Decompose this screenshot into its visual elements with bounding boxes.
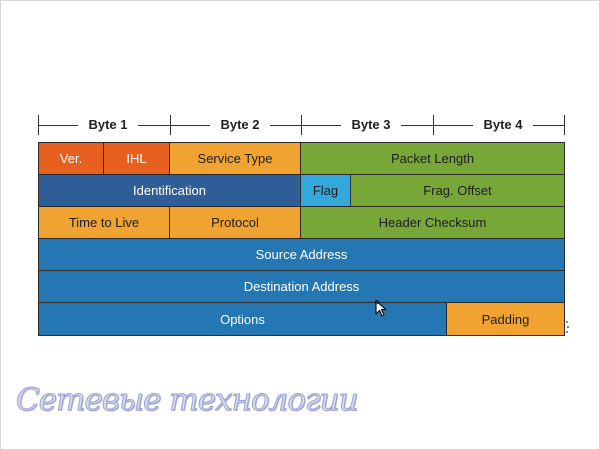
byte-label-3: Byte 3 [341, 116, 401, 134]
ip-header-diagram: Ver. IHL Service Type Packet Length Iden… [38, 142, 565, 336]
field-time-to-live: Time to Live [38, 206, 170, 239]
field-header-checksum: Header Checksum [300, 206, 565, 239]
ruler-tick [433, 115, 434, 135]
field-protocol: Protocol [169, 206, 301, 239]
field-destination-address: Destination Address [38, 270, 565, 303]
ruler-tick [301, 115, 302, 135]
edge-mark [566, 321, 569, 333]
ruler-tick [564, 115, 565, 135]
field-ihl: IHL [103, 142, 170, 175]
byte-ruler: Byte 1 Byte 2 Byte 3 Byte 4 [38, 112, 565, 138]
field-service-type: Service Type [169, 142, 301, 175]
field-flag: Flag [300, 174, 351, 207]
field-source-address: Source Address [38, 238, 565, 271]
mouse-cursor-icon [375, 300, 387, 317]
field-frag-offset: Frag. Offset [350, 174, 565, 207]
field-identification: Identification [38, 174, 301, 207]
field-version: Ver. [38, 142, 104, 175]
ruler-tick [170, 115, 171, 135]
field-padding: Padding [446, 302, 565, 336]
field-packet-length: Packet Length [300, 142, 565, 175]
byte-label-2: Byte 2 [210, 116, 270, 134]
watermark-text: Сетевые технологии [16, 382, 360, 419]
byte-label-4: Byte 4 [473, 116, 533, 134]
byte-label-1: Byte 1 [78, 116, 138, 134]
ruler-tick [38, 115, 39, 135]
